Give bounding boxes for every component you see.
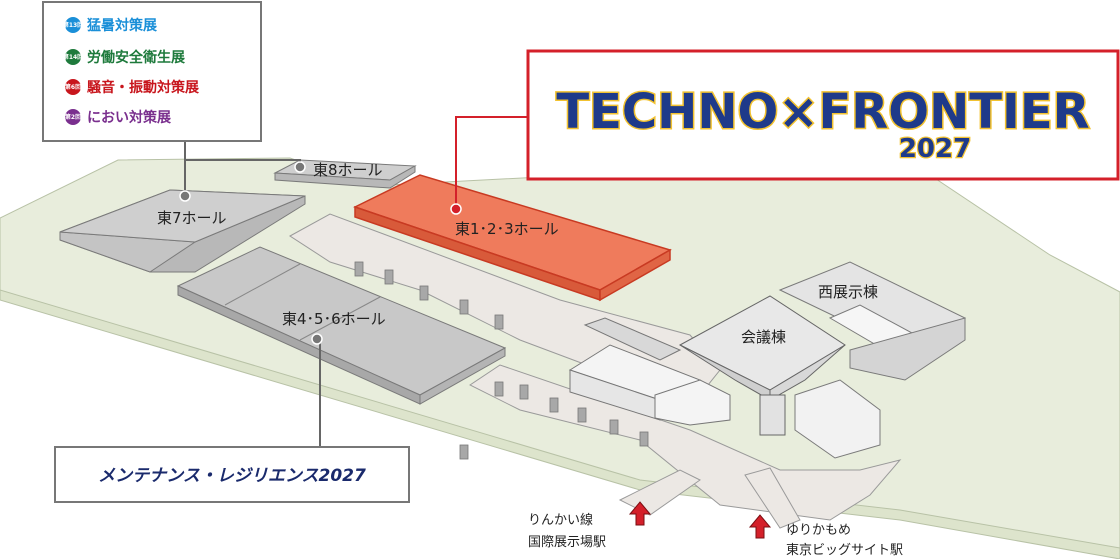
hall-east8: [273, 159, 417, 189]
leader-line-main: [455, 116, 528, 209]
label-west: 西展示棟: [818, 283, 878, 301]
exhibition-item-3: 第6回 騒音・振動対策展: [64, 79, 199, 96]
exhibition-item-4: 第2回 におい対策展: [64, 109, 171, 126]
exhibition-name-3: 騒音・振動対策展: [87, 79, 199, 96]
exhibition-list-box: 第13回 猛暑対策展 第14回 労働安全衛生展 第6回 騒音・振動対策展 第2回…: [42, 1, 262, 142]
svg-text:第14回: 第14回: [62, 53, 83, 61]
hall-west: [778, 261, 967, 459]
svg-text:第6回: 第6回: [64, 83, 81, 91]
label-east456: 東4･5･6ホール: [282, 310, 386, 328]
walkway-pillars: [354, 261, 649, 460]
label-east8: 東8ホール: [313, 161, 383, 179]
svg-text:第2回: 第2回: [64, 113, 81, 121]
yurikamome-line-label: ゆりかもめ: [786, 523, 851, 538]
leader-dots: [179, 161, 462, 345]
exhibition-item-2: 第14回 労働安全衛生展: [62, 49, 185, 66]
entrance-plaza: [568, 317, 731, 426]
label-conference: 会議棟: [741, 328, 786, 346]
svg-text:第13回: 第13回: [62, 21, 83, 29]
label-east123: 東1･2･3ホール: [455, 220, 559, 238]
exhibition-name-2: 労働安全衛生展: [87, 49, 185, 66]
exhibition-item-1: 第13回 猛暑対策展: [62, 17, 157, 34]
rinkai-line-label: りんかい線: [528, 512, 593, 528]
yurikamome-arrow-icon: [748, 514, 772, 539]
conference-building: [678, 295, 846, 436]
main-event-box: TECHNO×FRONTIER 2027: [526, 49, 1120, 181]
sub-event-name: メンテナンス・レジリエンス2027: [98, 466, 366, 486]
exhibition-name-4: におい対策展: [87, 109, 171, 126]
brand-year: 2027: [899, 134, 971, 164]
yurikamome-station-label: 東京ビッグサイト駅: [786, 542, 903, 558]
brand-logo: TECHNO×FRONTIER: [556, 84, 1089, 140]
hall-east7: [59, 189, 306, 273]
hall-east123: [353, 174, 672, 302]
rinkai-arrow-icon: [628, 501, 652, 526]
sub-event-box: メンテナンス・レジリエンス2027: [54, 446, 410, 503]
exhibition-name-1: 猛暑対策展: [86, 17, 157, 34]
hall-east456: [176, 246, 507, 405]
rinkai-station-label: 国際展示場駅: [528, 535, 606, 550]
label-east7: 東7ホール: [157, 209, 227, 227]
